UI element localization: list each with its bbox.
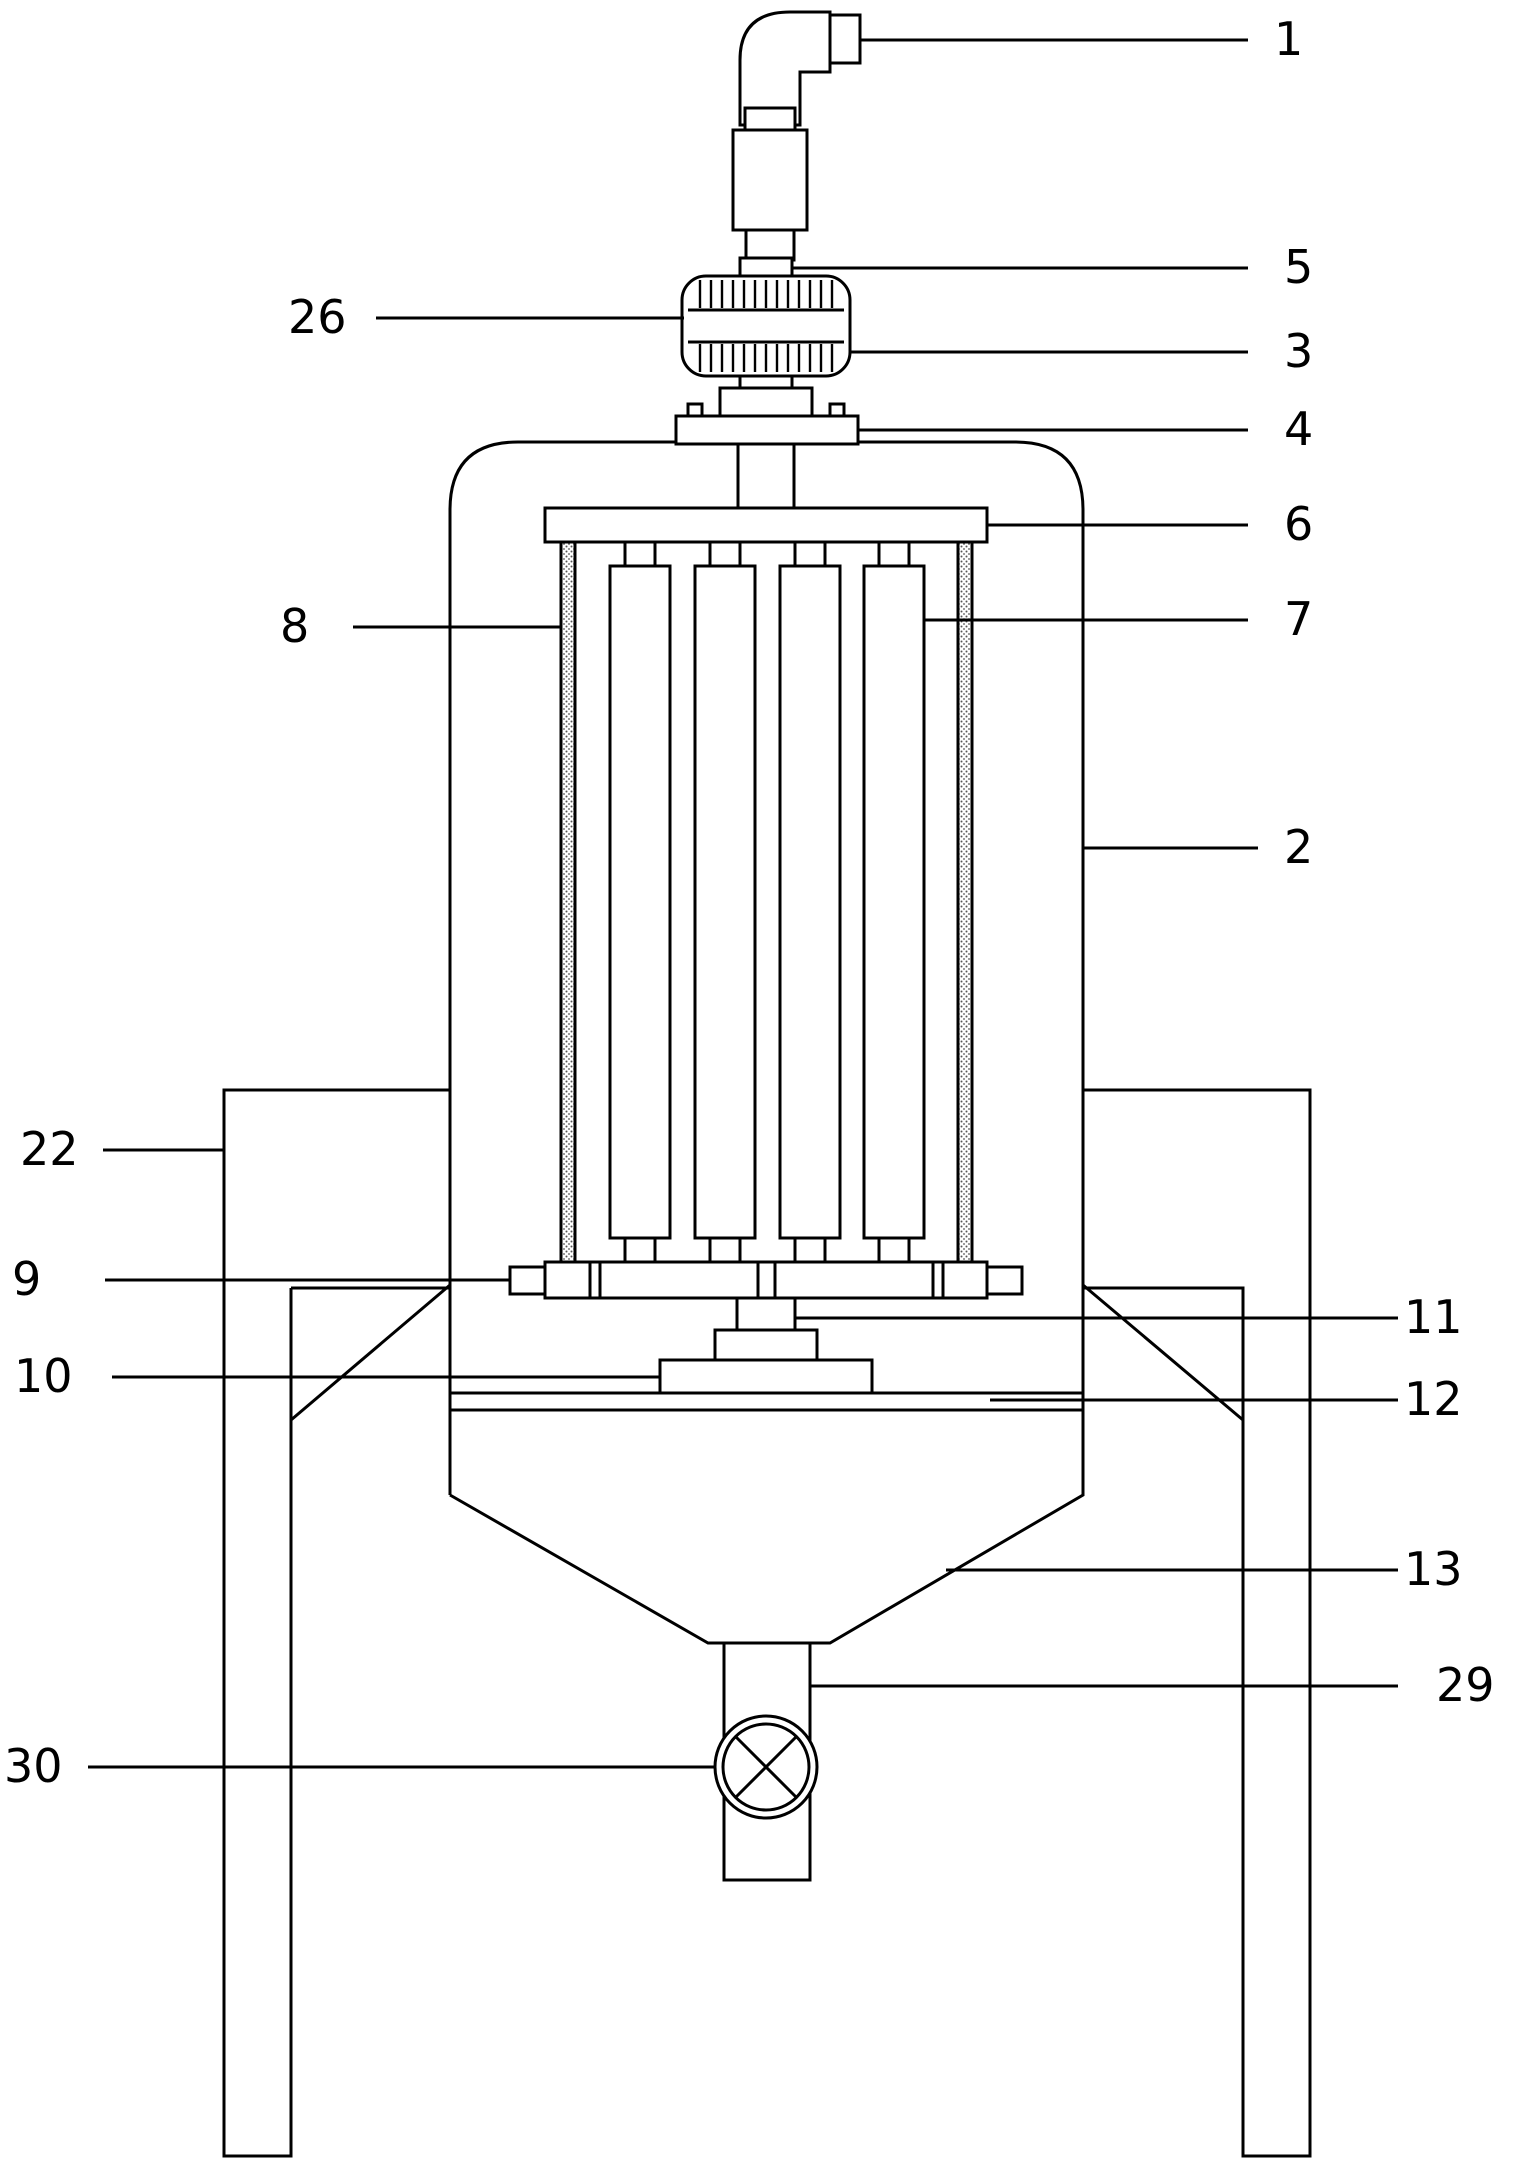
callout-2: 2: [1083, 820, 1313, 874]
callout-30: 30: [4, 1739, 715, 1793]
callout-label: 6: [1284, 497, 1313, 551]
callout-29: 29: [810, 1658, 1495, 1712]
callout-label: 30: [4, 1739, 63, 1793]
callout-label: 10: [14, 1349, 73, 1403]
callout-label: 26: [288, 290, 347, 344]
callout-26: 26: [288, 290, 684, 344]
callout-label: 1: [1274, 12, 1303, 66]
filter-tubes: [610, 542, 924, 1262]
callout-label: 12: [1404, 1372, 1463, 1426]
callout-12: 12: [990, 1372, 1463, 1426]
callout-1: 1: [860, 12, 1303, 66]
callout-13: 13: [946, 1542, 1463, 1596]
callout-label: 29: [1436, 1658, 1495, 1712]
valve-icon: [715, 1716, 817, 1818]
filter-tube: [695, 542, 755, 1262]
callout-6: 6: [987, 497, 1313, 551]
callout-4: 4: [858, 402, 1313, 456]
callout-label: 22: [20, 1122, 79, 1176]
bottom-rotor: [510, 1262, 1022, 1393]
callout-label: 5: [1284, 240, 1313, 294]
callout-label: 3: [1284, 324, 1313, 378]
callout-7: 7: [924, 592, 1313, 646]
drive-assembly: [676, 12, 860, 508]
callout-label: 8: [280, 599, 309, 653]
callout-label: 2: [1284, 820, 1313, 874]
callout-8: 8: [280, 599, 561, 653]
callout-label: 9: [12, 1252, 41, 1306]
filter-tube: [610, 542, 670, 1262]
support-frame: [224, 1090, 1310, 2156]
callout-label: 11: [1404, 1290, 1463, 1344]
callout-label: 4: [1284, 402, 1313, 456]
callout-22: 22: [20, 1122, 224, 1176]
filter-tube: [864, 542, 924, 1262]
filter-tube: [780, 542, 840, 1262]
callout-5: 5: [792, 240, 1313, 294]
filter-assembly: [545, 508, 987, 1262]
top-plate: [545, 508, 987, 542]
callout-10: 10: [14, 1349, 660, 1403]
callout-label: 7: [1284, 592, 1313, 646]
callout-3: 3: [850, 324, 1313, 378]
callout-label: 13: [1404, 1542, 1463, 1596]
vessel-body: [450, 442, 1083, 1643]
